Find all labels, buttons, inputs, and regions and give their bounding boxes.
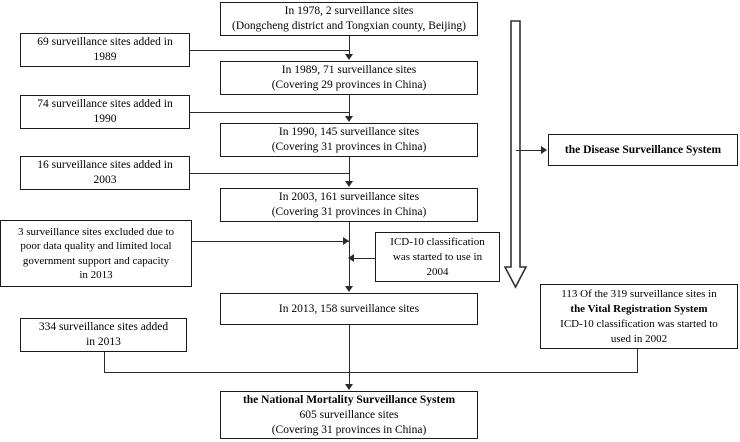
node-1989-line-1: In 1989, 71 surveillance sites xyxy=(281,64,417,76)
connector-era-to-disease-system xyxy=(516,150,542,151)
arrowhead-era-to-disease-system xyxy=(541,146,547,154)
node-excluded-2013: 3 surveillance sites excluded due to poo… xyxy=(0,220,192,287)
connector-1978-to-1989 xyxy=(349,36,350,55)
arrowhead-excluded2013-to-main xyxy=(343,237,349,245)
connector-vital-registration-down xyxy=(637,349,638,372)
node-1978-line-1: In 1978, 2 surveillance sites xyxy=(284,5,414,17)
icd10-2004-line-3: 2004 xyxy=(426,265,449,278)
excluded-2013-line-4: in 2013 xyxy=(79,269,113,281)
vital-registration-line-4: used in 2002 xyxy=(610,332,668,345)
arrowhead-2003-to-2013 xyxy=(345,286,353,292)
node-national-mortality-surveillance-system: the National Mortality Surveillance Syst… xyxy=(220,391,478,439)
added-2003-line-2: 2003 xyxy=(93,174,117,186)
added-1990-line-2: 1990 xyxy=(93,113,117,125)
connector-merge-to-final xyxy=(349,372,350,385)
node-added-2013: 334 surveillance sites added in 2013 xyxy=(20,318,187,352)
node-disease-surveillance-system: the Disease Surveillance System xyxy=(548,134,738,166)
node-1990-sites: In 1990, 145 surveillance sites (Coverin… xyxy=(220,123,478,157)
connector-added1990-to-main xyxy=(190,112,349,113)
connector-excluded2013-to-main xyxy=(192,241,349,242)
connector-added2013-down xyxy=(104,352,105,372)
connector-2013-to-merge xyxy=(349,325,350,372)
node-added-2003: 16 surveillance sites added in 2003 xyxy=(20,156,190,190)
connector-1989-to-1990 xyxy=(349,95,350,117)
node-2003-sites: In 2003, 161 surveillance sites (Coverin… xyxy=(220,188,478,222)
node-2013-line-1: In 2013, 158 surveillance sites xyxy=(278,302,420,315)
vital-registration-line-1: 113 Of the 319 surveillance sites in xyxy=(561,287,717,300)
node-added-1989: 69 surveillance sites added in 1989 xyxy=(20,33,190,67)
vital-registration-line-3: ICD-10 classification was started to xyxy=(560,317,718,330)
node-1989-sites: In 1989, 71 surveillance sites (Covering… xyxy=(220,61,478,95)
connector-added1989-to-main xyxy=(190,50,349,51)
node-icd10-2004: ICD-10 classification was started to use… xyxy=(375,232,500,282)
added-1990-line-1: 74 surveillance sites added in xyxy=(37,98,173,110)
disease-surveillance-era-arrow xyxy=(503,19,529,289)
arrowhead-icd2004-to-main xyxy=(348,254,354,262)
final-system-title: the National Mortality Surveillance Syst… xyxy=(242,393,456,406)
node-2013-sites: In 2013, 158 surveillance sites xyxy=(220,293,478,325)
added-2013-line-2: in 2013 xyxy=(86,336,121,348)
arrowhead-merge-to-final xyxy=(345,384,353,390)
arrowhead-1989-to-1990 xyxy=(345,116,353,122)
final-system-line-3: (Covering 31 provinces in China) xyxy=(271,423,427,436)
node-1990-line-2: (Covering 31 provinces in China) xyxy=(271,141,427,153)
connector-added2003-to-main xyxy=(190,173,349,174)
icd10-2004-line-2: was started to use in xyxy=(392,250,483,263)
excluded-2013-line-3: government support and capacity xyxy=(22,254,170,267)
node-2003-line-1: In 2003, 161 surveillance sites xyxy=(278,191,420,203)
connector-merge-bar xyxy=(104,372,638,373)
excluded-2013-line-2: poor data quality and limited local xyxy=(20,240,172,252)
vital-registration-system-label: the Vital Registration System xyxy=(570,302,708,315)
node-1978-line-2: (Dongcheng district and Tongxian county,… xyxy=(232,20,466,32)
added-1989-line-2: 1989 xyxy=(93,51,117,63)
added-2013-line-1: 334 surveillance sites added xyxy=(38,321,169,333)
arrowhead-1990-to-2003 xyxy=(345,181,353,187)
connector-1990-to-2003 xyxy=(349,157,350,182)
added-2003-line-1: 16 surveillance sites added in xyxy=(37,159,173,171)
node-1990-line-1: In 1990, 145 surveillance sites xyxy=(278,126,420,138)
connector-icd2004-to-main xyxy=(349,258,375,259)
disease-surveillance-system-label: the Disease Surveillance System xyxy=(564,143,722,156)
final-system-line-2: 605 surveillance sites xyxy=(299,408,399,421)
icd10-2004-line-1: ICD-10 classification xyxy=(390,235,485,248)
node-1989-line-2: (Covering 29 provinces in China) xyxy=(271,79,427,91)
excluded-2013-line-1: 3 surveillance sites excluded due to xyxy=(17,225,175,238)
node-1978-sites: In 1978, 2 surveillance sites (Dongcheng… xyxy=(220,2,478,36)
arrowhead-1978-to-1989 xyxy=(345,54,353,60)
node-vital-registration-system: 113 Of the 319 surveillance sites in the… xyxy=(540,284,738,349)
node-2003-line-2: (Covering 31 provinces in China) xyxy=(271,206,427,218)
node-added-1990: 74 surveillance sites added in 1990 xyxy=(20,95,190,129)
added-1989-line-1: 69 surveillance sites added in xyxy=(37,36,173,48)
